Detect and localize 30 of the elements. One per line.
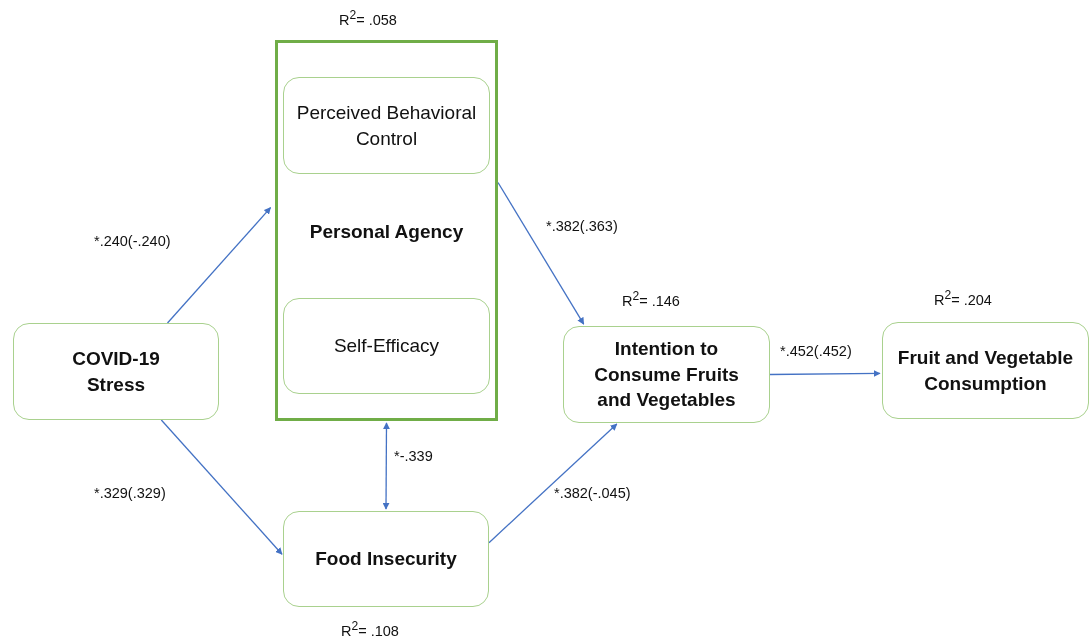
edge-label: *-.339 bbox=[393, 448, 434, 464]
rounded-box bbox=[563, 326, 770, 423]
rounded-box bbox=[283, 511, 489, 607]
node-label: Personal Agency bbox=[308, 220, 465, 244]
r-squared-label: R$^{2}$= .204 bbox=[933, 288, 993, 308]
edge-label: *.329(.329) bbox=[93, 485, 167, 501]
node-label: Intention to Consume Fruits and Vegetables bbox=[593, 337, 740, 413]
r-squared-label: R$^{2}$= .146 bbox=[621, 289, 681, 309]
node-label: COVID-19 Stress bbox=[71, 346, 161, 397]
node-label: Fruit and Vegetable Consumption bbox=[896, 345, 1075, 396]
node-label: Self-Efficacy bbox=[332, 334, 441, 359]
rounded-box bbox=[283, 77, 490, 174]
edge-label: *.452(.452) bbox=[779, 343, 853, 359]
arrow bbox=[166, 207, 272, 324]
arrow bbox=[488, 423, 618, 544]
rounded-box bbox=[882, 322, 1089, 419]
edge-label: *.382(.363) bbox=[545, 218, 619, 234]
node-label: Perceived Behavioral Control bbox=[295, 100, 478, 151]
arrow bbox=[382, 422, 390, 510]
rounded-box bbox=[283, 298, 490, 394]
arrow bbox=[769, 369, 881, 377]
arrow bbox=[160, 419, 283, 555]
edge-label: *.240(-.240) bbox=[93, 233, 172, 249]
r-squared-label: R$^{2}$= .108 bbox=[340, 619, 400, 639]
group-box bbox=[275, 40, 498, 421]
rounded-box bbox=[13, 323, 219, 420]
arrow bbox=[497, 181, 585, 325]
edge-label: *.382(-.045) bbox=[553, 485, 632, 501]
r-squared-label: R$^{2}$= .058 bbox=[338, 8, 398, 28]
node-label: Food Insecurity bbox=[314, 547, 458, 572]
